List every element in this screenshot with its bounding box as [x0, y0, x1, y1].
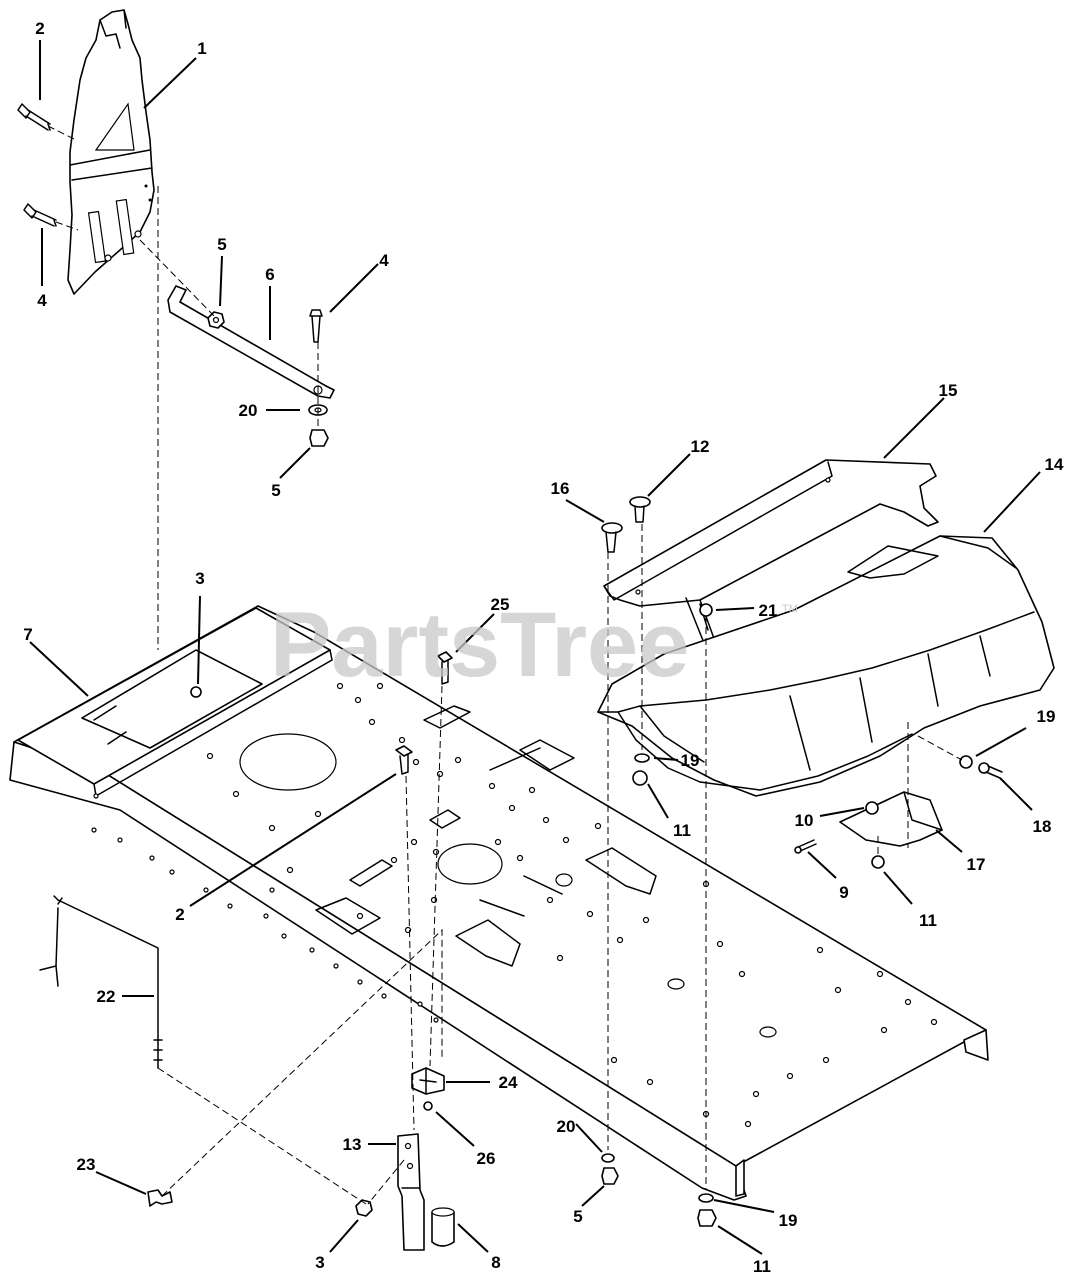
part-14-cover	[597, 535, 1055, 797]
wing-nut-23	[147, 1189, 173, 1207]
callout-24: 24	[499, 1073, 518, 1092]
part-24-clip	[411, 1067, 445, 1095]
callout-6: 6	[265, 265, 274, 284]
nut-11-mid	[632, 770, 648, 786]
bolt-16	[601, 522, 623, 553]
callout-3: 3	[195, 569, 204, 588]
bolt-2-mid	[395, 745, 413, 775]
callout-1: 1	[197, 39, 206, 58]
callout-23: 23	[77, 1155, 96, 1174]
callout-labels: 2 1 4 5 6 4 20 5 15 12 16 14 21 3 7 25 1…	[23, 19, 1064, 1276]
callout-3: 3	[315, 1253, 324, 1272]
callout-7: 7	[23, 625, 32, 644]
washer-20-bottom	[601, 1153, 615, 1163]
callout-13: 13	[343, 1135, 362, 1154]
part-6-bar	[167, 285, 335, 399]
callout-15: 15	[939, 381, 958, 400]
nut-21	[699, 603, 713, 617]
callout-5: 5	[573, 1207, 582, 1226]
callout-11: 11	[753, 1257, 771, 1276]
callout-12: 12	[691, 437, 710, 456]
callout-5: 5	[271, 481, 280, 500]
callout-10: 10	[795, 811, 814, 830]
callout-16: 16	[551, 479, 570, 498]
nut-5-upper	[207, 311, 225, 329]
bolt-25	[437, 651, 453, 685]
callout-4: 4	[379, 251, 389, 270]
watermark-trademark: TM	[782, 603, 798, 615]
nut-11-bottom	[697, 1209, 717, 1227]
part-8-grip	[431, 1207, 455, 1247]
bolt-4-left	[23, 203, 57, 227]
callout-20: 20	[239, 401, 258, 420]
nut-5-lower	[309, 429, 329, 447]
callout-19: 19	[779, 1211, 798, 1230]
nut-5-bottom	[601, 1167, 619, 1185]
callout-20: 20	[557, 1117, 576, 1136]
bolt-12	[629, 496, 651, 523]
callout-21: 21	[759, 601, 778, 620]
part-22-rod	[39, 895, 163, 1069]
callout-19: 19	[1037, 707, 1056, 726]
callout-8: 8	[491, 1253, 500, 1272]
part-13-lever	[397, 1133, 425, 1251]
part-15-plate	[603, 459, 939, 649]
callout-25: 25	[491, 595, 510, 614]
washer-19-right	[959, 755, 973, 769]
callout-2: 2	[175, 905, 184, 924]
callout-11: 11	[673, 821, 691, 840]
callout-19: 19	[681, 751, 700, 770]
callout-4: 4	[37, 291, 47, 310]
callout-22: 22	[97, 987, 116, 1006]
part-1-bracket	[67, 9, 155, 295]
part-17-bracket	[839, 791, 943, 847]
watermark-text: PartsTree	[270, 594, 689, 696]
bolt-9	[794, 839, 817, 854]
washer-19-mid	[634, 753, 650, 763]
callout-2: 2	[35, 19, 44, 38]
callout-17: 17	[967, 855, 986, 874]
part-7-frame	[9, 605, 989, 1201]
washer-19-bottom	[698, 1193, 714, 1203]
nut-26	[423, 1101, 433, 1111]
nut-11-right	[871, 855, 885, 869]
callout-26: 26	[477, 1149, 496, 1168]
bolt-4-right	[309, 309, 323, 343]
bolt-2-top	[17, 103, 51, 131]
callout-11: 11	[919, 911, 937, 930]
nut-10	[865, 801, 879, 815]
callout-9: 9	[839, 883, 848, 902]
bolt-18	[978, 762, 1003, 779]
callout-5: 5	[217, 235, 226, 254]
frame-holes	[91, 682, 938, 1128]
leader-lines	[29, 40, 1041, 1255]
callout-18: 18	[1033, 817, 1052, 836]
alignment-lines	[47, 125, 963, 1205]
callout-14: 14	[1045, 455, 1064, 474]
